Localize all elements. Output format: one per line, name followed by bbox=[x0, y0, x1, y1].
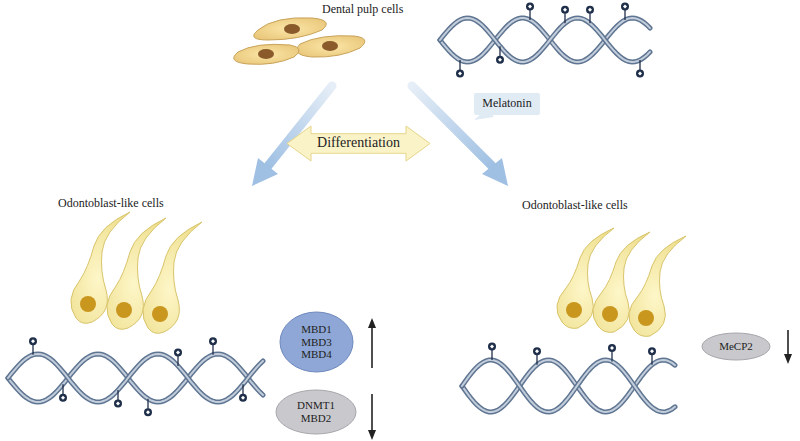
treatment-box: Melatonin bbox=[474, 93, 540, 115]
methyl-group bbox=[144, 408, 152, 416]
odontoblast-cells bbox=[71, 212, 202, 333]
methyl-group bbox=[490, 345, 494, 349]
methyl-group bbox=[589, 13, 590, 23]
node-text: DNMT1 MBD2 bbox=[297, 399, 335, 424]
dna-strand bbox=[462, 360, 675, 412]
methyl-group bbox=[62, 384, 63, 394]
oval-shape bbox=[276, 390, 356, 434]
methyl-group bbox=[211, 339, 215, 343]
methyl-group bbox=[621, 2, 629, 10]
methyl-group bbox=[535, 349, 539, 353]
methyl-group bbox=[563, 8, 567, 12]
methyl-group bbox=[116, 402, 120, 406]
methyl-group bbox=[241, 396, 245, 400]
node-text: Differentiation bbox=[317, 135, 400, 151]
methyl-group bbox=[638, 72, 642, 76]
protein-oval: MeCP2 bbox=[701, 332, 771, 361]
methyl-group bbox=[533, 347, 541, 355]
methyl-group bbox=[611, 352, 612, 362]
methyl-group bbox=[536, 355, 537, 365]
methyl-group bbox=[650, 349, 654, 353]
methyl-group bbox=[32, 345, 33, 355]
methyl-group bbox=[458, 72, 462, 76]
pulp-cells bbox=[234, 18, 365, 65]
dna-strand bbox=[8, 354, 263, 402]
methyl-group bbox=[212, 345, 213, 355]
dna-strand bbox=[8, 354, 263, 402]
dna-strand bbox=[462, 360, 675, 412]
node-text: Melatonin bbox=[482, 97, 531, 111]
protein-oval: DNMT1 MBD2 bbox=[275, 389, 357, 435]
dna-strand bbox=[8, 354, 263, 402]
oval-shape bbox=[280, 312, 353, 372]
methyl-group bbox=[117, 390, 118, 400]
methyl-group bbox=[636, 70, 644, 78]
methyl-group bbox=[29, 337, 37, 345]
methyl-group bbox=[177, 356, 178, 366]
methyl-group bbox=[239, 394, 247, 402]
methyl-group bbox=[528, 4, 532, 8]
dna-strand bbox=[8, 354, 263, 402]
methyl-group bbox=[526, 2, 534, 10]
dna-helices bbox=[8, 2, 675, 416]
dna-strand bbox=[462, 360, 675, 412]
methyl-group bbox=[176, 351, 180, 355]
methyl-group bbox=[61, 396, 65, 400]
methyl-group bbox=[499, 46, 500, 56]
methyl-group bbox=[561, 6, 569, 14]
methyl-group bbox=[488, 343, 496, 351]
odontoblast-cells bbox=[557, 228, 686, 336]
change-arrows bbox=[368, 318, 792, 440]
process-arrow: Differentiation bbox=[287, 126, 430, 161]
methyl-group bbox=[586, 6, 594, 14]
methyl-group bbox=[496, 56, 504, 64]
methyl-group bbox=[608, 344, 616, 352]
oval-shape bbox=[702, 333, 770, 360]
methyl-group bbox=[147, 399, 148, 409]
methyl-group bbox=[242, 384, 243, 394]
methyl-group bbox=[623, 4, 627, 8]
protein-oval: MBD1 MBD3 MBD4 bbox=[279, 311, 354, 373]
caption-label: Odontoblast-like cells bbox=[58, 196, 164, 211]
methyl-group bbox=[529, 10, 530, 20]
dna-strand bbox=[440, 18, 650, 62]
methyl-group bbox=[639, 60, 640, 70]
methyl-group bbox=[59, 394, 67, 402]
differentiation-arrows bbox=[252, 86, 508, 186]
dna-strand bbox=[462, 360, 675, 412]
methyl-group bbox=[174, 349, 182, 357]
methyl-group bbox=[610, 346, 614, 350]
methyl-group bbox=[588, 8, 592, 12]
methyl-group bbox=[498, 58, 502, 62]
caption-label: Odontoblast-like cells bbox=[522, 198, 628, 213]
methyl-group bbox=[459, 60, 460, 70]
node-text: MeCP2 bbox=[719, 340, 753, 353]
methyl-group bbox=[624, 10, 625, 20]
caption-label: Dental pulp cells bbox=[322, 2, 403, 17]
double-arrow-shape bbox=[287, 126, 430, 161]
methyl-group bbox=[648, 347, 656, 355]
methyl-group bbox=[114, 400, 122, 408]
dna-strand bbox=[440, 18, 650, 62]
methyl-group bbox=[146, 410, 150, 414]
methyl-group bbox=[209, 337, 217, 345]
methyl-group bbox=[491, 350, 492, 360]
dna-strand bbox=[440, 18, 650, 62]
methyl-group bbox=[651, 355, 652, 365]
dna-strand bbox=[440, 18, 650, 62]
methyl-group bbox=[564, 13, 565, 23]
methyl-group bbox=[456, 70, 464, 78]
methyl-group bbox=[31, 339, 35, 343]
node-text: MBD1 MBD3 MBD4 bbox=[301, 323, 332, 361]
